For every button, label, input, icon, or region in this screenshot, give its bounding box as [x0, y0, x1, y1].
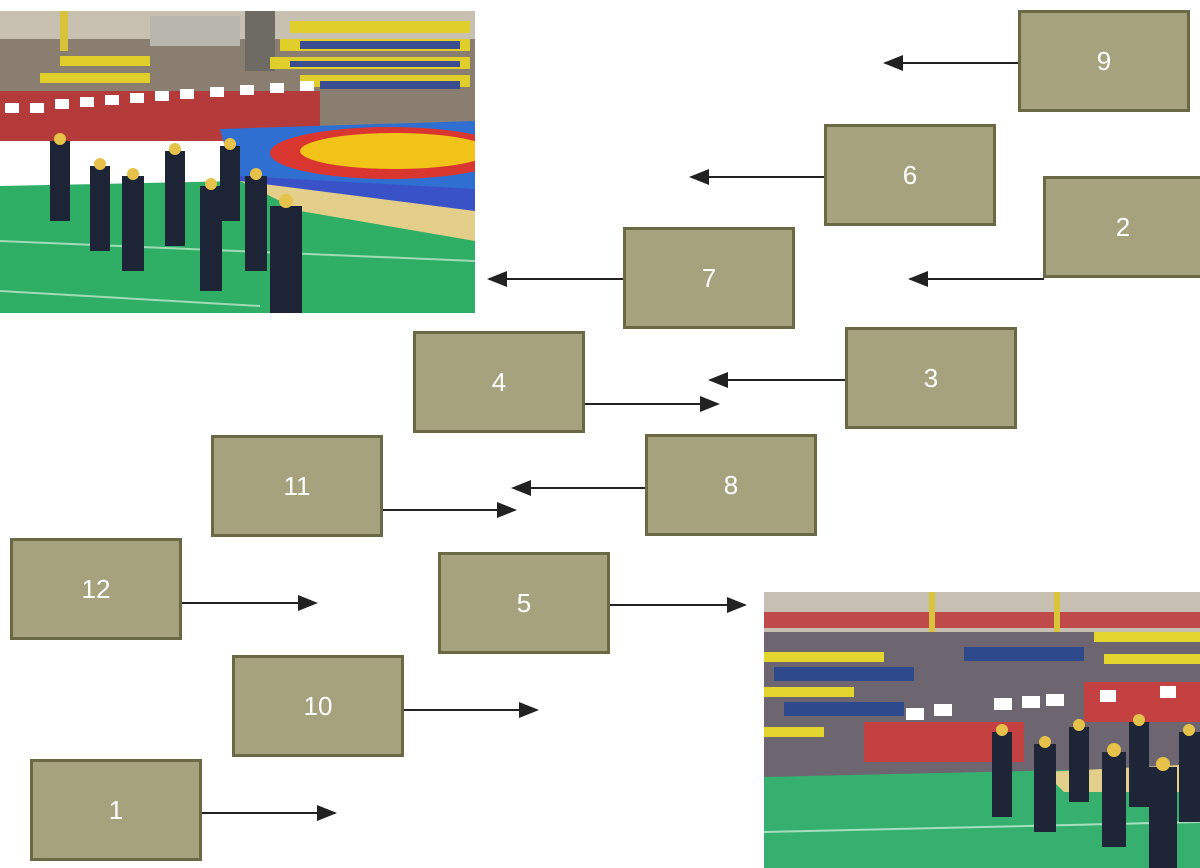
box-11[interactable]: 11 — [211, 435, 383, 537]
box-4[interactable]: 4 — [413, 331, 585, 433]
box-7[interactable]: 7 — [623, 227, 795, 329]
box-6[interactable]: 6 — [824, 124, 996, 226]
box-9[interactable]: 9 — [1018, 10, 1190, 112]
box-2[interactable]: 2 — [1043, 176, 1200, 278]
box-8[interactable]: 8 — [645, 434, 817, 536]
box-5[interactable]: 5 — [438, 552, 610, 654]
box-3[interactable]: 3 — [845, 327, 1017, 429]
box-label: 1 — [109, 795, 123, 826]
box-label: 11 — [284, 471, 311, 502]
box-label: 3 — [924, 363, 938, 394]
box-label: 5 — [517, 588, 531, 619]
box-label: 9 — [1097, 46, 1111, 77]
box-1[interactable]: 1 — [30, 759, 202, 861]
box-label: 7 — [702, 263, 716, 294]
box-12[interactable]: 12 — [10, 538, 182, 640]
box-label: 12 — [82, 574, 111, 605]
box-label: 2 — [1116, 212, 1130, 243]
box-10[interactable]: 10 — [232, 655, 404, 757]
box-label: 6 — [903, 160, 917, 191]
box-label: 8 — [724, 470, 738, 501]
box-label: 4 — [492, 367, 506, 398]
box-label: 10 — [304, 691, 333, 722]
